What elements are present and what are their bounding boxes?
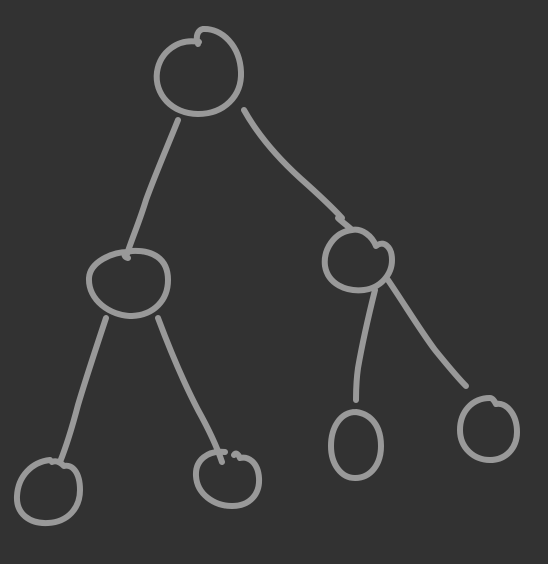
tree-node-right-left-leaf [328, 409, 384, 481]
tree-node-left-child [86, 247, 171, 319]
tree-node-left-left-leaf [14, 457, 83, 527]
tree-node-right-right-leaf [457, 395, 520, 463]
edge-left-child-to-right-leaf [155, 315, 225, 465]
edge-right-child-to-left-leaf [353, 287, 378, 403]
tree-node-root [153, 26, 245, 117]
tree-node-right-child [321, 215, 395, 294]
edge-root-to-left-child [124, 117, 181, 257]
edge-root-to-right-child [241, 107, 345, 221]
tree-node-left-right-leaf [193, 448, 263, 509]
edge-right-child-to-right-leaf [385, 277, 469, 389]
edges [57, 107, 469, 465]
nodes [14, 26, 520, 527]
edge-left-child-to-left-leaf [57, 315, 109, 465]
